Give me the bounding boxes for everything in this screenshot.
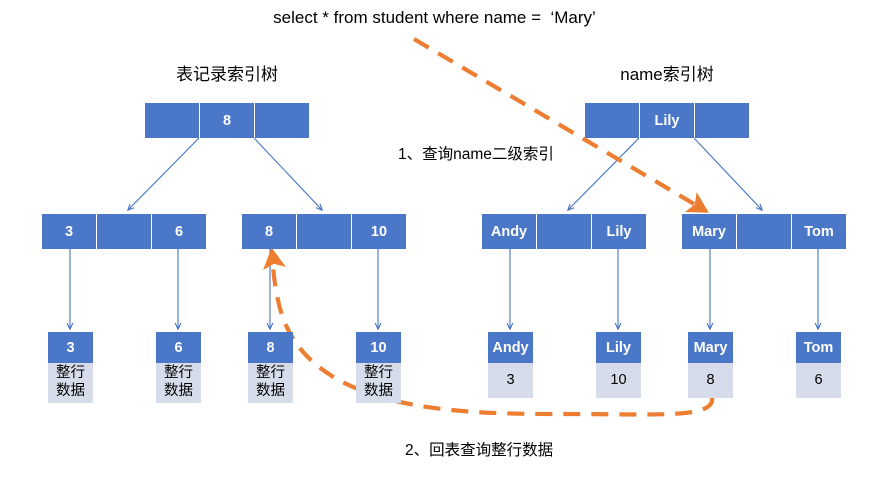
secondary-root-cell-0 bbox=[585, 103, 640, 138]
clustered-root-connectors bbox=[128, 137, 322, 210]
clustered-leaf-3-value-line2: 数据 bbox=[364, 383, 393, 399]
secondary-root-connectors bbox=[568, 137, 762, 210]
clustered-internal-1-cell-1 bbox=[297, 214, 352, 249]
secondary-root-cell-2 bbox=[695, 103, 749, 138]
secondary-leaf-1-value: 10 bbox=[596, 363, 641, 398]
secondary-root-node[interactable]: Lily bbox=[585, 103, 749, 138]
clustered-internal-node-0[interactable]: 3 6 bbox=[42, 214, 206, 249]
clustered-leaf-1[interactable]: 6 整行 数据 bbox=[156, 332, 201, 403]
secondary-internal-node-1[interactable]: Mary Tom bbox=[682, 214, 846, 249]
clustered-leaf-1-value-line1: 整行 bbox=[164, 365, 193, 381]
secondary-leaf-0-value: 3 bbox=[488, 363, 533, 398]
clustered-internal-0-cell-0: 3 bbox=[42, 214, 97, 249]
secondary-leaf-2-value: 8 bbox=[688, 363, 733, 398]
clustered-tree-title: 表记录索引树 bbox=[176, 65, 278, 84]
secondary-internal-0-cell-2: Lily bbox=[606, 223, 632, 240]
clustered-leaf-0-key: 3 bbox=[48, 332, 93, 363]
clustered-root-cell-2 bbox=[255, 103, 309, 138]
clustered-leaf-0-value: 整行 数据 bbox=[48, 363, 93, 403]
secondary-leaf-3-key: Tom bbox=[796, 332, 841, 363]
clustered-leaf-1-key: 6 bbox=[156, 332, 201, 363]
clustered-internal-1-cell-2: 10 bbox=[370, 223, 388, 240]
secondary-leaf-0-key: Andy bbox=[488, 332, 533, 363]
secondary-leaf-1-key: Lily bbox=[596, 332, 641, 363]
clustered-leaf-3-value: 整行 数据 bbox=[356, 363, 401, 403]
clustered-leaf-2-value-line1: 整行 bbox=[256, 365, 285, 381]
clustered-internal-0-cell-2: 6 bbox=[174, 223, 184, 240]
clustered-root-node[interactable]: 8 bbox=[145, 103, 309, 138]
clustered-root-cell-0 bbox=[145, 103, 200, 138]
clustered-leaf-0-value-line2: 数据 bbox=[56, 383, 85, 399]
clustered-leaf-3[interactable]: 10 整行 数据 bbox=[356, 332, 401, 403]
secondary-internal-0-cell-0: Andy bbox=[482, 214, 537, 249]
clustered-leaf-1-value-line2: 数据 bbox=[164, 383, 193, 399]
clustered-leaf-0-value-line1: 整行 bbox=[56, 365, 85, 381]
secondary-leaf-2-key: Mary bbox=[688, 332, 733, 363]
step-1-label: 1、查询name二级索引 bbox=[398, 146, 554, 163]
step-2-label: 2、回表查询整行数据 bbox=[405, 442, 554, 459]
clustered-leaf-1-value: 整行 数据 bbox=[156, 363, 201, 403]
clustered-leaf-connectors bbox=[70, 249, 378, 329]
clustered-leaf-0[interactable]: 3 整行 数据 bbox=[48, 332, 93, 403]
secondary-leaf-3-value: 6 bbox=[796, 363, 841, 398]
clustered-leaf-2-value: 整行 数据 bbox=[248, 363, 293, 403]
clustered-internal-1-cell-0: 8 bbox=[242, 214, 297, 249]
secondary-leaf-0[interactable]: Andy 3 bbox=[488, 332, 533, 398]
clustered-leaf-3-key: 10 bbox=[356, 332, 401, 363]
clustered-leaf-2-key: 8 bbox=[248, 332, 293, 363]
secondary-internal-node-0[interactable]: Andy Lily bbox=[482, 214, 646, 249]
clustered-internal-0-cell-1 bbox=[97, 214, 152, 249]
secondary-leaf-3[interactable]: Tom 6 bbox=[796, 332, 841, 398]
secondary-internal-1-cell-2: Tom bbox=[804, 223, 834, 240]
clustered-leaf-3-value-line1: 整行 bbox=[364, 365, 393, 381]
secondary-leaf-connectors bbox=[510, 249, 818, 329]
secondary-leaf-2[interactable]: Mary 8 bbox=[688, 332, 733, 398]
secondary-tree-title: name索引树 bbox=[620, 65, 714, 84]
secondary-internal-1-cell-0: Mary bbox=[682, 214, 737, 249]
secondary-root-cell-1: Lily bbox=[640, 103, 695, 138]
clustered-internal-node-1[interactable]: 8 10 bbox=[242, 214, 406, 249]
secondary-internal-0-cell-1 bbox=[537, 214, 592, 249]
sql-query-text: select * from student where name = ‘Mary… bbox=[273, 8, 596, 27]
secondary-leaf-1[interactable]: Lily 10 bbox=[596, 332, 641, 398]
secondary-internal-1-cell-1 bbox=[737, 214, 792, 249]
clustered-leaf-2[interactable]: 8 整行 数据 bbox=[248, 332, 293, 403]
clustered-leaf-2-value-line2: 数据 bbox=[256, 383, 285, 399]
clustered-root-cell-1: 8 bbox=[200, 103, 255, 138]
